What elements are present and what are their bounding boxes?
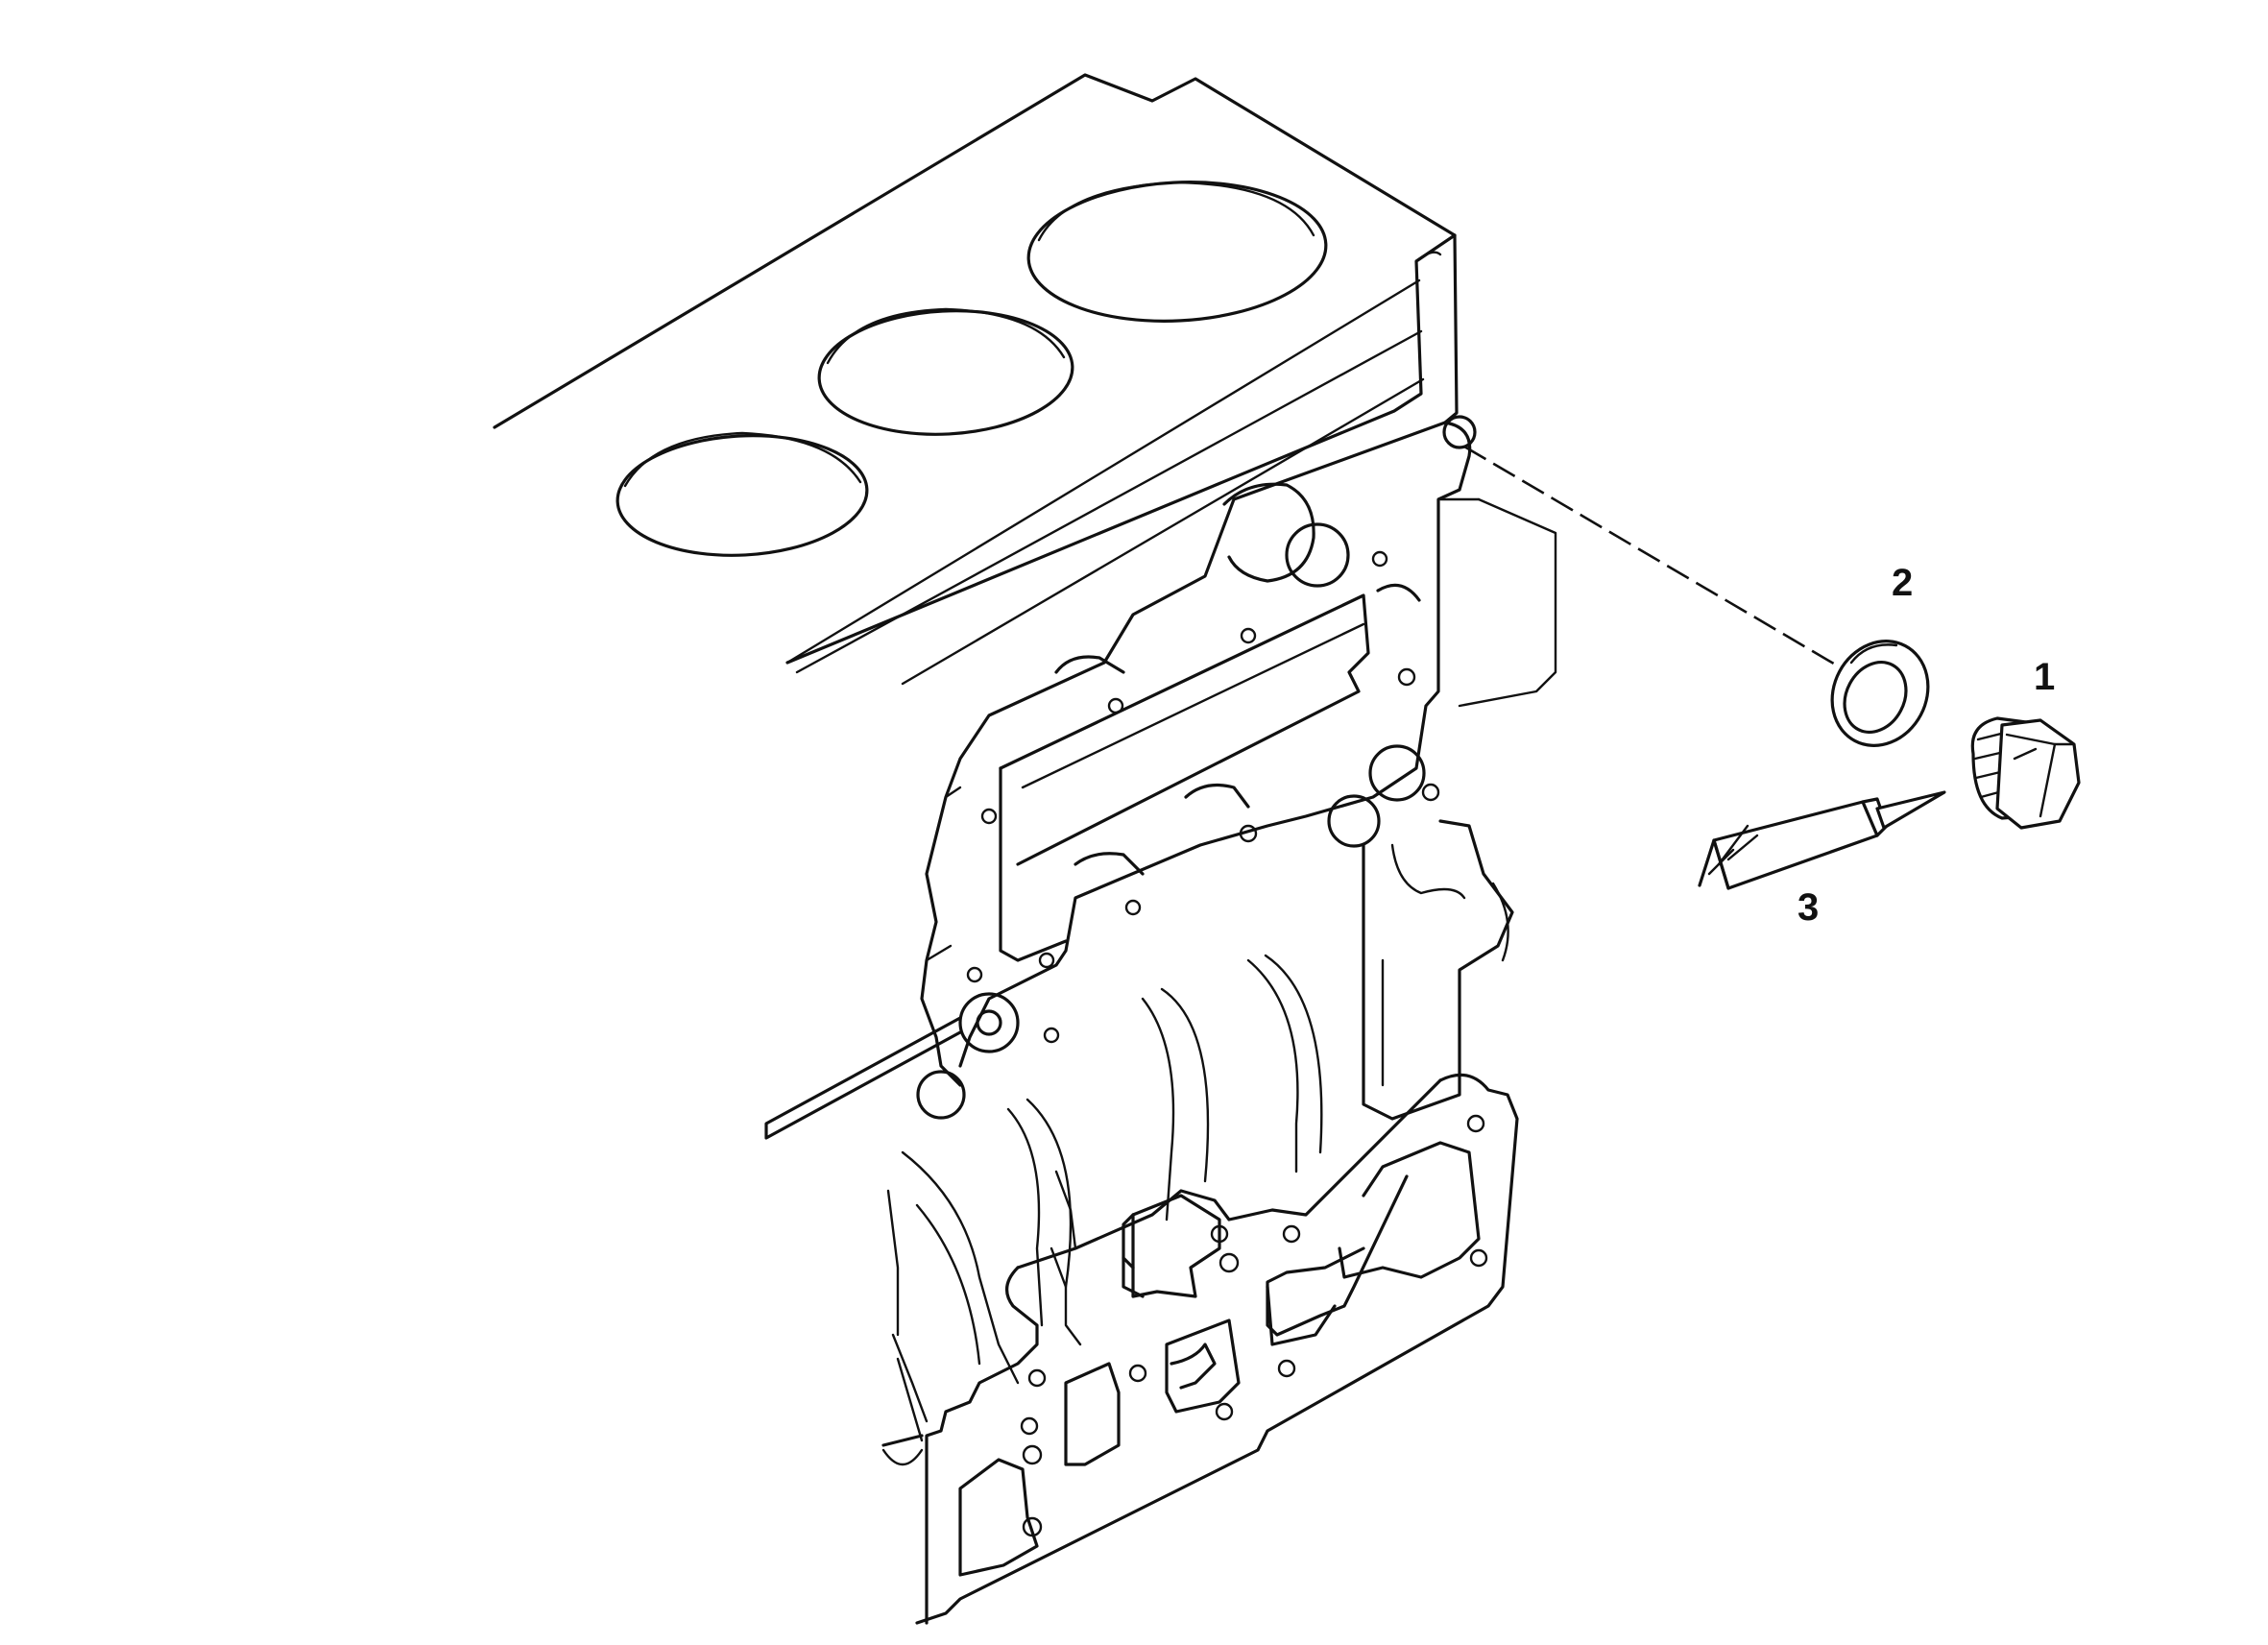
assembly-axis-line — [1463, 445, 1849, 674]
hex-plug — [1970, 716, 2081, 830]
sealing-washer — [1830, 640, 1930, 747]
crankcase-ribs — [881, 819, 1514, 1466]
callout-2: 2 — [1892, 562, 1913, 604]
upper-mounting-face — [916, 415, 1557, 1120]
lower-mounting-face — [881, 1073, 1519, 1625]
callout-3: 3 — [1798, 886, 1819, 929]
callout-labels: 2 1 3 — [1798, 562, 2055, 929]
engine-block — [493, 73, 1557, 1625]
cylinder-bores — [615, 181, 1328, 557]
callout-1: 1 — [2034, 656, 2055, 698]
sealant-tube — [1698, 790, 1946, 890]
